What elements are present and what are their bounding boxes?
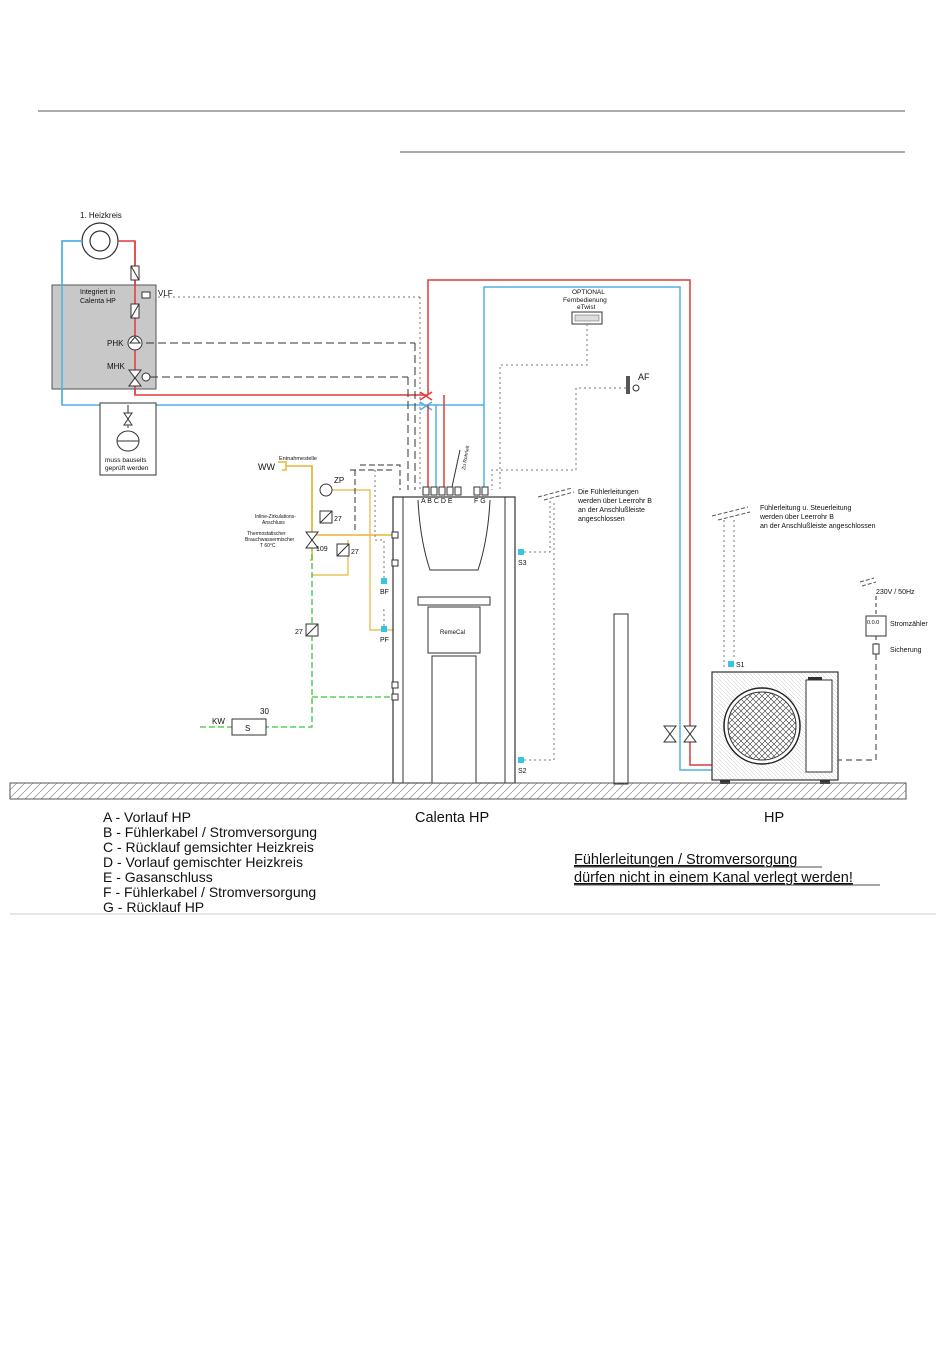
svg-text:Fernbedienung: Fernbedienung	[563, 297, 607, 304]
svg-text:Zu Rohrleit: Zu Rohrleit	[461, 445, 471, 471]
fuse-icon	[872, 643, 880, 655]
legend-item: D - Vorlauf gemischter Heizkreis	[103, 854, 303, 870]
svg-text:Die Fühlerleitungen: Die Fühlerleitungen	[578, 489, 639, 496]
vlf-sensor-icon	[141, 291, 151, 299]
hp-flow-pipe	[427, 279, 712, 766]
hp-return-pipe	[428, 286, 712, 771]
circulation-pump-icon	[319, 483, 333, 497]
svg-text:Sicherung: Sicherung	[890, 647, 922, 654]
svg-text:27: 27	[295, 629, 303, 636]
svg-text:OPTIONAL: OPTIONAL	[572, 289, 605, 296]
thermostatic-mixer-icon	[305, 531, 319, 541]
ground-line	[9, 782, 907, 800]
outdoor-sensor-icon	[626, 376, 630, 394]
svg-text:Anschluss: Anschluss	[262, 520, 285, 526]
hp-caption: HP	[764, 810, 784, 826]
warning-line-1: Fühlerleitungen / Stromversorgung	[574, 852, 797, 868]
s3-sensor-icon	[518, 549, 524, 555]
warning-line-2: dürfen nicht in einem Kanal verlegt werd…	[574, 870, 853, 886]
svg-text:30: 30	[260, 707, 269, 716]
svg-text:F G: F G	[474, 498, 486, 505]
svg-text:an der Anschlußleiste angeschl: an der Anschlußleiste angeschlossen	[760, 523, 876, 530]
svg-text:Calenta HP: Calenta HP	[80, 298, 116, 305]
svg-text:Inline-Zirkulations-: Inline-Zirkulations-	[255, 514, 296, 520]
legend: A - Vorlauf HP B - Fühlerkabel / Stromve…	[103, 809, 317, 915]
svg-text:T 60°C: T 60°C	[260, 543, 276, 549]
legend-item: G - Rücklauf HP	[103, 899, 204, 915]
legend-item: C - Rücklauf gemsichter Heizkreis	[103, 839, 314, 855]
heating-circuit-title: 1. Heizkreis	[80, 211, 122, 220]
tap-icon	[278, 461, 287, 471]
svg-text:27: 27	[334, 516, 342, 523]
svg-text:0.0.0: 0.0.0	[867, 620, 879, 626]
svg-text:Fühlerleitung u. Steuerleitung: Fühlerleitung u. Steuerleitung	[760, 505, 852, 512]
water-filter-s	[231, 718, 267, 736]
svg-text:angeschlossen: angeschlossen	[578, 516, 625, 523]
svg-text:Integriert in: Integriert in	[80, 289, 115, 296]
svg-text:werden über Leerrohr B: werden über Leerrohr B	[577, 498, 652, 505]
svg-text:S2: S2	[518, 768, 527, 775]
legend-item: F - Fühlerkabel / Stromversorgung	[103, 884, 316, 900]
legend-item: B - Fühlerkabel / Stromversorgung	[103, 824, 317, 840]
optional-remote: OPTIONAL Fernbedienung eTwist AF	[491, 289, 650, 490]
pf-sensor-icon	[381, 626, 387, 632]
mixer-valve-icon	[128, 369, 142, 379]
calenta-caption: Calenta HP	[415, 810, 489, 826]
calenta-lower-door	[431, 655, 477, 784]
heating-circuit: 1. Heizkreis Integriert in Calenta HP VL…	[51, 211, 428, 490]
svg-text:Thermostatischer: Thermostatischer	[247, 531, 286, 537]
hp-valve-icon	[663, 725, 677, 735]
svg-text:AF: AF	[638, 372, 650, 382]
svg-text:PF: PF	[380, 637, 389, 644]
heat-pump-unit: Fühlerleitung u. Steuerleitung werden üb…	[663, 505, 928, 784]
svg-text:Stromzähler: Stromzähler	[890, 621, 928, 628]
s2-sensor-icon	[518, 757, 524, 763]
svg-text:RemeCal: RemeCal	[440, 630, 465, 636]
svg-text:PHK: PHK	[107, 339, 124, 348]
svg-text:27: 27	[351, 549, 359, 556]
svg-text:ZP: ZP	[334, 476, 344, 485]
wall-post	[613, 613, 629, 785]
electricity-meter-icon	[865, 615, 887, 637]
dhw-section: Entnahmestelle WW ZP 27 Inline-Zirkulati…	[200, 456, 401, 736]
svg-text:an der Anschlußleiste: an der Anschlußleiste	[578, 507, 645, 514]
legend-item: E - Gasanschluss	[103, 869, 213, 885]
svg-text:KW: KW	[212, 717, 225, 726]
svg-text:muss bauseits: muss bauseits	[105, 457, 147, 464]
svg-text:Brauchwassermischer: Brauchwassermischer	[245, 537, 295, 543]
bf-sensor-icon	[381, 578, 387, 584]
svg-text:werden über Leerrohr B: werden über Leerrohr B	[759, 514, 834, 521]
svg-text:109: 109	[316, 546, 328, 553]
svg-text:MHK: MHK	[107, 362, 125, 371]
svg-text:Entnahmestelle: Entnahmestelle	[279, 456, 317, 462]
svg-text:BF: BF	[380, 589, 389, 596]
svg-text:S: S	[245, 724, 250, 733]
svg-text:S3: S3	[518, 560, 527, 567]
svg-text:A B C D E: A B C D E	[421, 498, 453, 505]
svg-text:S1: S1	[736, 662, 745, 669]
svg-text:WW: WW	[258, 462, 275, 472]
svg-text:geprüft werden: geprüft werden	[105, 465, 149, 472]
s1-sensor-icon	[728, 661, 734, 667]
calenta-unit: RemeCal A B C D E F G Zu Rohrleit BF PF …	[374, 445, 555, 784]
svg-text:VLF: VLF	[158, 289, 173, 298]
cold-water-pipe	[200, 550, 313, 728]
svg-text:eTwist: eTwist	[577, 304, 596, 311]
legend-item: A - Vorlauf HP	[103, 809, 191, 825]
svg-text:230V / 50Hz: 230V / 50Hz	[876, 589, 915, 596]
calenta-cable-note: Die Fühlerleitungen werden über Leerrohr…	[537, 487, 652, 523]
